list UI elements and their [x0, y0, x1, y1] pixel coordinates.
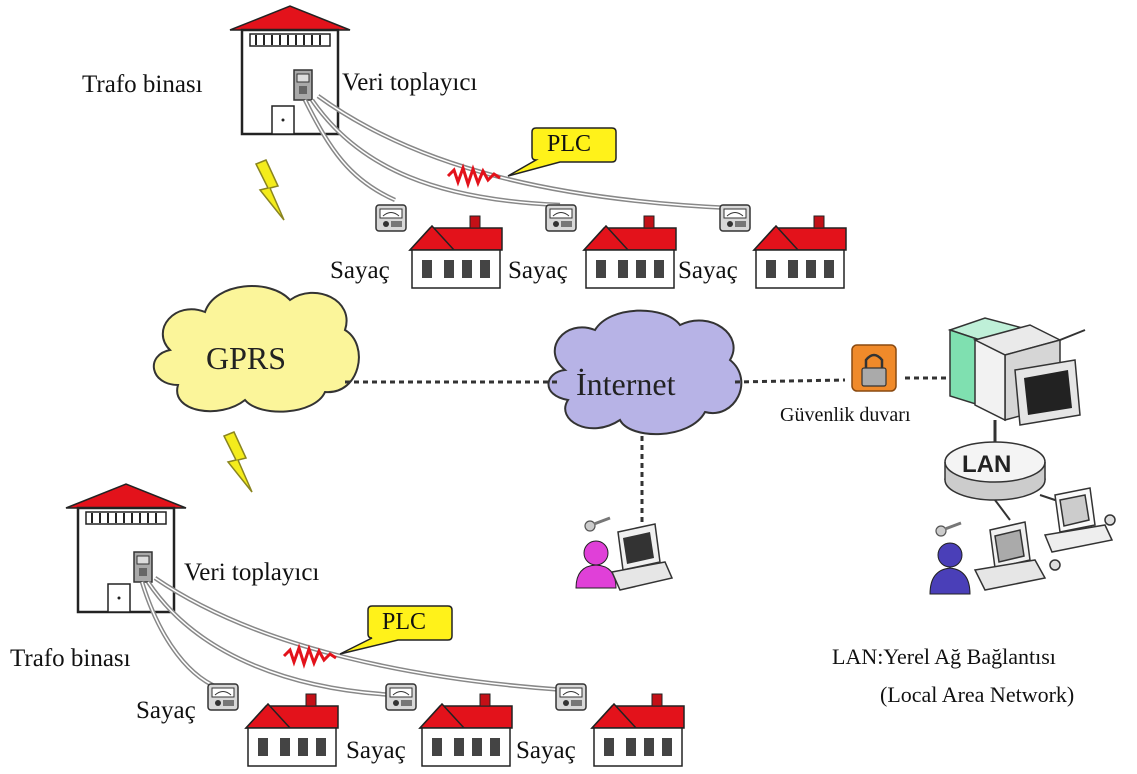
house-icon: [591, 693, 685, 767]
collector-label-top: Veri toplayıcı: [342, 69, 478, 96]
plc-signal-icon: [282, 646, 338, 666]
lightning-icon: [255, 159, 285, 221]
house-icon: [753, 215, 847, 289]
plc-cables-top: [302, 94, 731, 211]
user-icon: [937, 542, 963, 568]
trafo-building-bottom: [64, 482, 188, 614]
lan-user: [929, 521, 971, 595]
legend-line-2: (Local Area Network): [880, 682, 1075, 707]
meter-label: Sayaç: [516, 737, 576, 764]
gprs-cloud: [152, 285, 360, 413]
internet-label: İnternet: [576, 366, 676, 402]
trafo-building-top: [228, 4, 352, 136]
houses-top: [375, 204, 847, 289]
meter-icon: [555, 683, 587, 711]
house-icon: [245, 693, 339, 767]
data-collector-icon: [133, 551, 153, 583]
meter-label: Sayaç: [678, 257, 738, 284]
plc-cables-bottom: [139, 576, 566, 698]
key-icon: [583, 516, 612, 533]
house-icon: [419, 693, 513, 767]
meter-icon: [207, 683, 239, 711]
trafo-label-top: Trafo binası: [82, 71, 203, 98]
house-icon: [409, 215, 503, 289]
meter-icon: [719, 204, 751, 232]
lan-label: LAN: [962, 451, 1012, 478]
lan-workstations: [973, 487, 1116, 591]
trafo-label-bottom: Trafo binası: [10, 645, 131, 672]
meter-icon: [545, 204, 577, 232]
server: [947, 317, 1086, 426]
plc-callout-bottom: [339, 605, 453, 655]
meter-icon: [375, 204, 407, 232]
data-collector-icon: [293, 69, 313, 101]
building-icon: [64, 482, 188, 614]
houses-bottom: [207, 683, 685, 767]
plc-callout-top: [507, 127, 617, 177]
lan-hub: [944, 420, 1046, 501]
internet-cloud: [547, 309, 743, 436]
meter-label: Sayaç: [136, 697, 196, 724]
building-icon: [228, 4, 352, 136]
meter-label: Sayaç: [346, 737, 406, 764]
house-icon: [583, 215, 677, 289]
internet-user: [575, 516, 674, 591]
legend-line-1: LAN:Yerel Ağ Bağlantısı: [832, 644, 1056, 669]
meter-label: Sayaç: [508, 257, 568, 284]
collector-label-bottom: Veri toplayıcı: [184, 559, 320, 586]
meter-icon: [385, 683, 417, 711]
lock-icon: [861, 367, 887, 387]
firewall-label: Güvenlik duvarı: [780, 404, 911, 426]
plc-label-bottom: PLC: [382, 609, 427, 635]
plc-label-top: PLC: [547, 131, 592, 157]
firewall: [851, 344, 897, 392]
meter-label: Sayaç: [330, 257, 390, 284]
gprs-label: GPRS: [206, 340, 287, 376]
plc-signal-icon: [446, 166, 502, 186]
lightning-icon: [223, 431, 253, 493]
key-icon: [934, 521, 963, 538]
user-icon: [583, 540, 609, 566]
